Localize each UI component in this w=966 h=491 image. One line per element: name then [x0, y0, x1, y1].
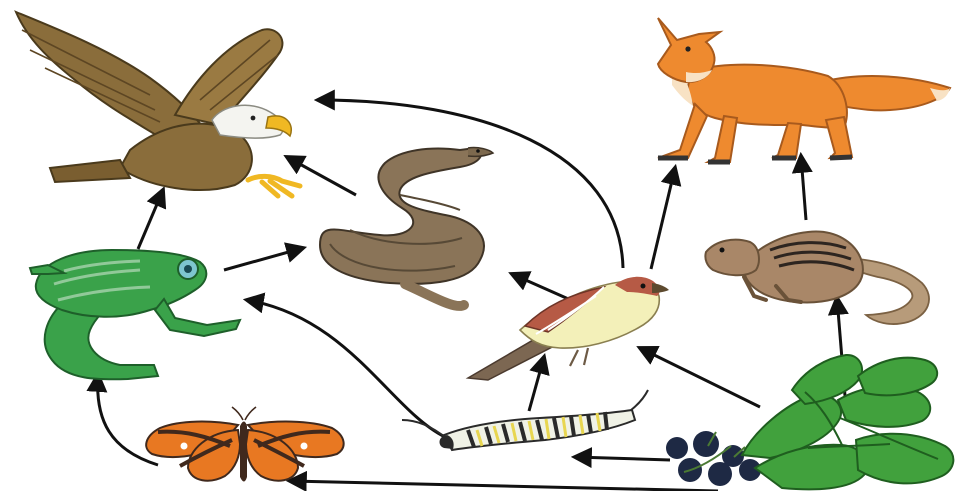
frog-icon: [30, 250, 240, 379]
arrow-sparrow-to-fox: [651, 168, 675, 269]
snake-icon: [320, 147, 493, 306]
arrow-sparrow-to-snake: [512, 274, 573, 301]
eagle-icon: [16, 12, 300, 196]
arrow-plants-to-sparrow: [640, 348, 760, 407]
arrow-plants-to-butterfly: [290, 481, 718, 491]
sparrow-icon: [468, 277, 669, 380]
arrow-caterpillar-to-sparrow: [529, 357, 544, 411]
plant-icon: [666, 355, 953, 489]
chipmunk-icon: [705, 232, 929, 324]
arrow-caterpillar-to-frog: [247, 300, 445, 437]
caterpillar-icon: [402, 390, 648, 450]
butterfly-icon: [146, 407, 343, 482]
arrow-snake-to-eagle: [287, 157, 356, 195]
arrow-plants-to-caterpillar: [575, 457, 670, 460]
arrow-frog-to-eagle: [138, 190, 163, 249]
arrow-frog-to-snake: [224, 248, 303, 270]
fox-icon: [658, 18, 950, 162]
arrow-chipmunk-to-fox: [801, 156, 806, 220]
